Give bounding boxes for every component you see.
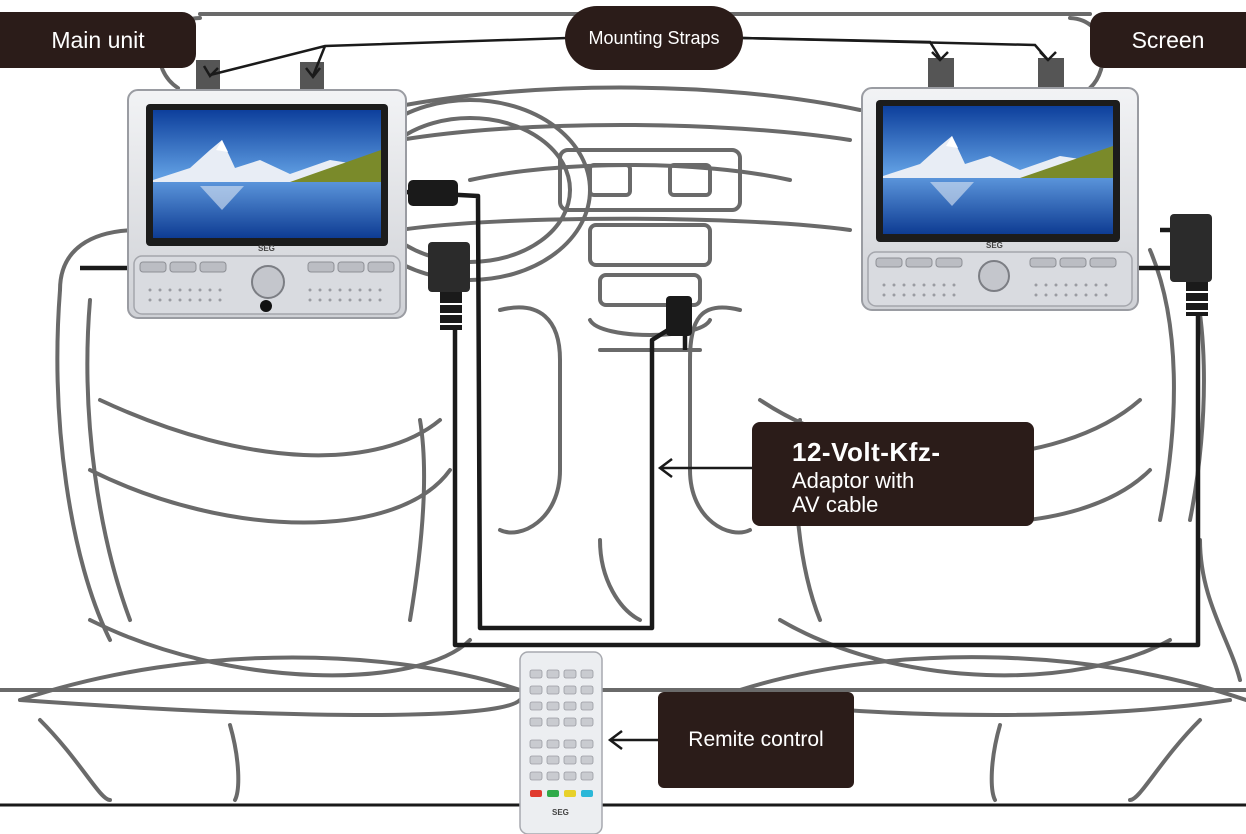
- adaptor-label-line-2: Adaptor with: [792, 468, 915, 493]
- main-unit-brand: SEG: [258, 244, 275, 253]
- remote-control-label: Remite control: [658, 692, 854, 788]
- adaptor-label: 12-Volt-Kfz- Adaptor with AV cable: [752, 422, 1034, 526]
- cable-plugs: [408, 180, 1212, 336]
- callout-arrows: [607, 458, 752, 750]
- screen-device: [861, 87, 1139, 311]
- main-unit-label: Main unit: [0, 12, 196, 68]
- screen-label: Screen: [1090, 12, 1246, 68]
- straps-arrows: [202, 36, 1057, 80]
- interior-sketch: [0, 12, 1246, 802]
- remote-brand: SEG: [552, 808, 569, 817]
- adaptor-label-line-3: AV cable: [792, 492, 879, 517]
- screen-brand: SEG: [986, 241, 1003, 250]
- main-unit-device: [127, 89, 407, 319]
- mounting-straps-label: Mounting Straps: [565, 6, 743, 70]
- adaptor-label-line-1: 12-Volt-Kfz-: [792, 437, 941, 467]
- remote-control: [519, 651, 603, 834]
